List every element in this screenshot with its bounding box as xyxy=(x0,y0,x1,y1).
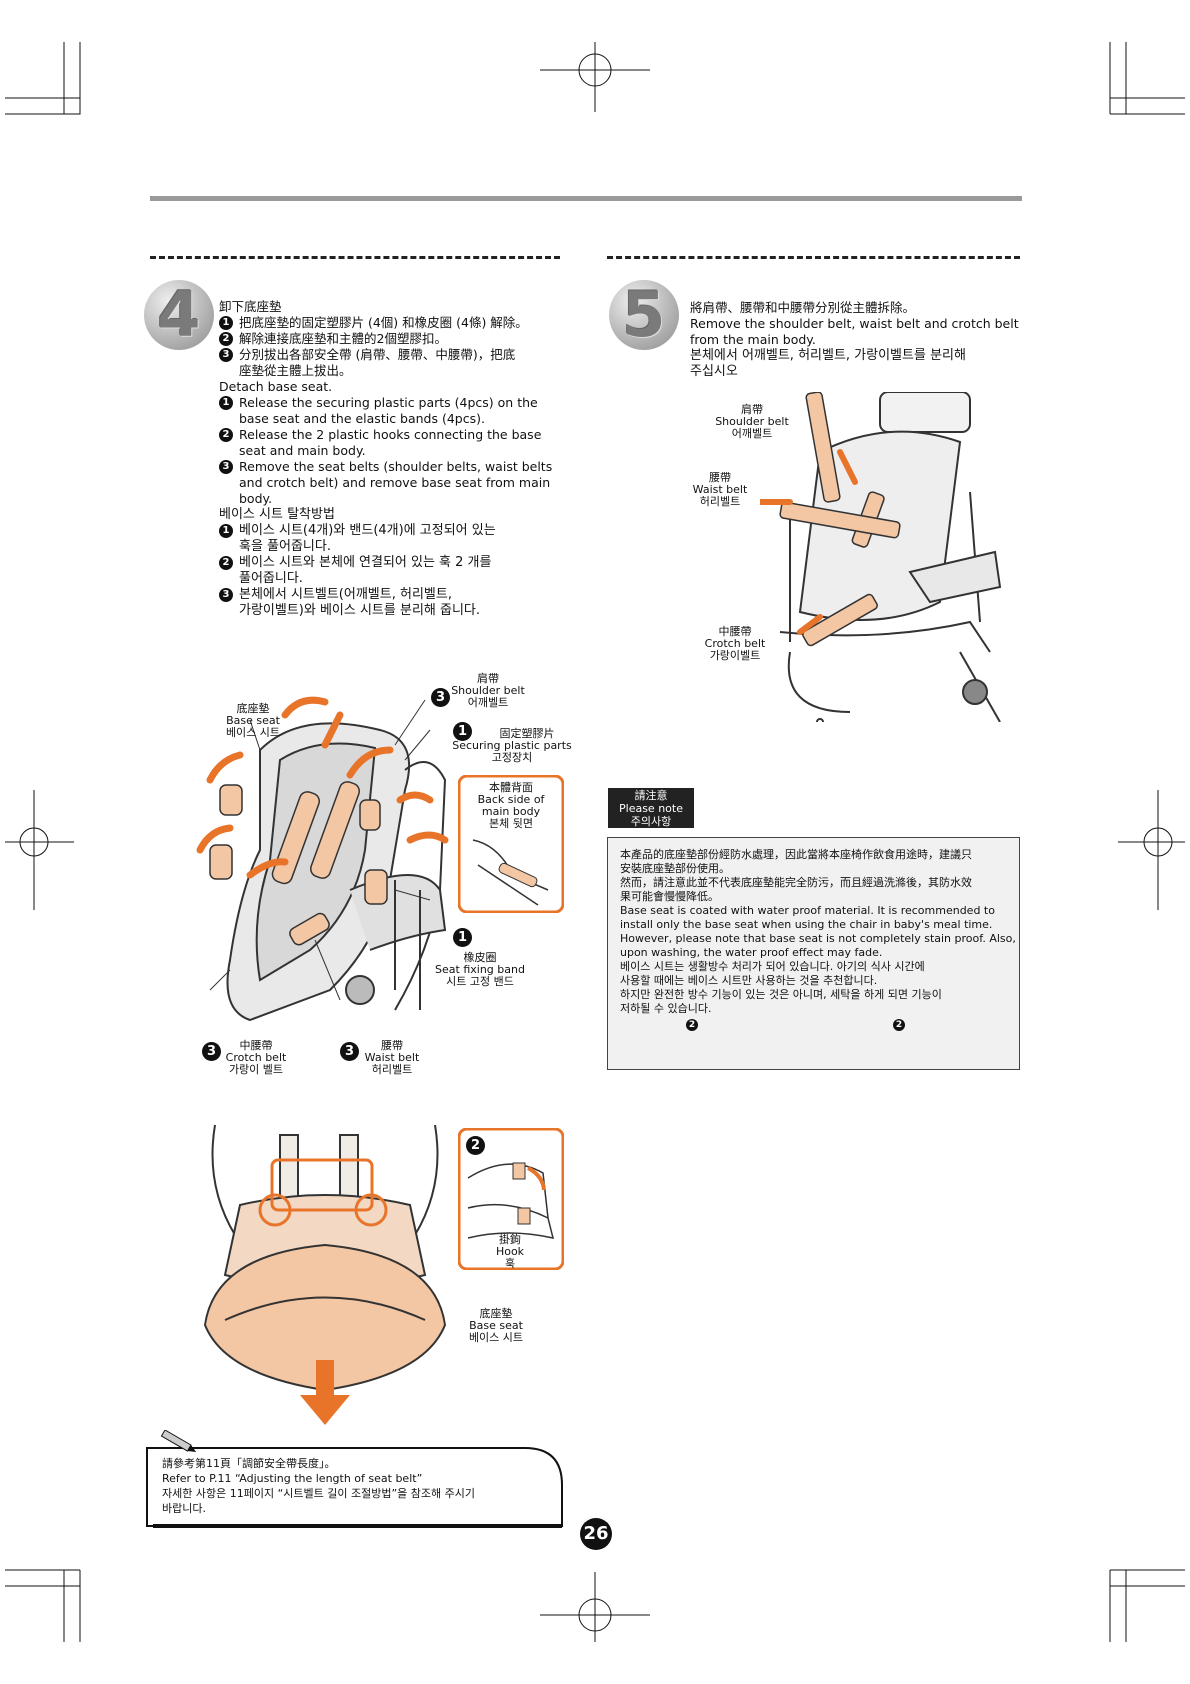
step-4-zh-title: 卸下底座墊 xyxy=(219,299,282,314)
ko-line: 훅을 풀어줍니다. xyxy=(239,539,331,554)
bullet-3-icon: 3 xyxy=(431,688,450,707)
reference-en: Refer to P.11 “Adjusting the length of s… xyxy=(162,1472,423,1485)
step-4-en-item-1: 1 Release the securing plastic parts (4pc… xyxy=(219,395,549,427)
bullet-2-icon: 2 xyxy=(893,1019,905,1031)
bullet-2-icon: 2 xyxy=(466,1136,485,1155)
ko-line: 풀어줍니다. xyxy=(239,571,303,586)
header-rule xyxy=(150,196,1022,201)
zh-line: 分別拔出各部安全帶 (肩帶、腰帶、中腰帶)，把底 xyxy=(239,347,516,362)
en-line: body. xyxy=(239,491,273,506)
reference-zh: 請參考第11頁「調節安全帶長度」。 xyxy=(162,1457,336,1470)
step-4-zh-item-2: 2 解除連接底座墊和主體的2個塑膠扣。 xyxy=(219,331,549,347)
bullet-1-icon: 1 xyxy=(219,316,233,330)
section-divider-left xyxy=(150,256,560,259)
step-5-badge: 5 xyxy=(609,280,679,350)
note-zh-line: 果可能會慢慢降低。 xyxy=(620,890,719,903)
reference-ko-2: 바랍니다. xyxy=(162,1502,206,1515)
figure-base-seat-removal xyxy=(196,696,449,1022)
note-en-line: install only the base seat when using th… xyxy=(620,918,993,931)
inset-back-side xyxy=(458,775,564,913)
en-line: seat and main body. xyxy=(239,443,366,458)
bullet-1-icon: 1 xyxy=(453,928,472,947)
step-4-zh-item-1: 1 把底座墊的固定塑膠片 (4個) 和橡皮圈 (4條) 解除。 xyxy=(219,315,549,331)
figure-belt-removal xyxy=(760,392,1002,722)
bullet-2-icon: 2 xyxy=(219,556,233,570)
bullet-3-icon: 3 xyxy=(202,1042,221,1061)
note-ko-line: 저하될 수 있습니다. xyxy=(620,1002,712,1015)
en-line: Release the 2 plastic hooks connecting t… xyxy=(239,427,542,442)
pencil-icon xyxy=(160,1430,197,1453)
step-5-instructions: 將肩帶、腰帶和中腰帶分別從主體拆除。 Remove the shoulder b… xyxy=(690,300,1020,380)
zh-line: 把底座墊的固定塑膠片 (4個) 和橡皮圈 (4條) 解除。 xyxy=(239,315,528,330)
section-divider-right xyxy=(607,256,1020,259)
step-5-en-line-2: from the main body. xyxy=(690,332,816,347)
step-5-ko-line-1: 본체에서 어깨벨트, 허리벨트, 가랑이벨트를 분리해 xyxy=(690,348,966,363)
en-line: base seat and the elastic bands (4pcs). xyxy=(239,411,485,426)
note-zh-line: 安裝底座墊部份使用。 xyxy=(620,862,730,875)
note-ko-line: 하지만 완전한 방수 기능이 있는 것은 아니며, 세탁을 하게 되면 기능이 xyxy=(620,988,942,1001)
note-box: 本產品的底座墊部份經防水處理，因此當將本座椅作飲食用途時，建議只 安裝底座墊部份… xyxy=(607,837,1020,1070)
figure-base-seat-pull xyxy=(203,1125,447,1425)
reference-ko-1: 자세한 사항은 11페이지 “시트벨트 길이 조절방법”을 참조해 주시기 xyxy=(162,1487,475,1500)
ko-line: 베이스 시트와 본체에 연결되어 있는 훅 2 개를 xyxy=(239,555,492,570)
note-ko-line: 사용할 때에는 베이스 시트만 사용하는 것을 추천합니다. xyxy=(620,974,878,987)
step-4-ko-title: 베이스 시트 탈착방법 xyxy=(219,507,335,522)
en-line: Release the securing plastic parts (4pcs… xyxy=(239,395,538,410)
bullet-2-icon: 2 xyxy=(219,428,233,442)
bullet-1-icon: 1 xyxy=(219,524,233,538)
step-5-zh: 將肩帶、腰帶和中腰帶分別從主體拆除。 xyxy=(690,300,916,315)
zh-line: 解除連接底座墊和主體的2個塑膠扣。 xyxy=(239,331,447,346)
step-5-en-line-1: Remove the shoulder belt, waist belt and… xyxy=(690,316,1019,331)
note-zh-line: 本產品的底座墊部份經防水處理，因此當將本座椅作飲食用途時，建議只 xyxy=(620,848,972,861)
reference-text: 請參考第11頁「調節安全帶長度」。 Refer to P.11 “Adjusti… xyxy=(148,1448,560,1524)
bullet-2-icon: 2 xyxy=(219,332,233,346)
step-4-en-item-2: 2 Release the 2 plastic hooks connecting … xyxy=(219,427,549,459)
step-4-badge: 4 xyxy=(144,280,214,350)
step-4-en-title: Detach base seat. xyxy=(219,379,333,394)
inset-hook xyxy=(458,1128,564,1270)
bullet-3-icon: 3 xyxy=(219,460,233,474)
step-4-instructions: 卸下底座墊 1 把底座墊的固定塑膠片 (4個) 和橡皮圈 (4條) 解除。 2 解除… xyxy=(219,299,553,619)
step-4-en-item-3: 3 Remove the seat belts (shoulder belts, … xyxy=(219,459,553,507)
step-4-ko-item-3: 3 본체에서 시트벨트(어깨벨트, 허리벨트,가랑이벨트)와 베이스 시트를 분리… xyxy=(219,587,549,619)
bullet-3-icon: 3 xyxy=(219,348,233,362)
ko-line: 가랑이벨트)와 베이스 시트를 분리해 줍니다. xyxy=(239,603,481,618)
reference-box-frame xyxy=(146,1430,563,1528)
bullet-2-icon: 2 xyxy=(686,1019,698,1031)
page-number: 26 xyxy=(580,1518,612,1550)
bullet-3-icon: 3 xyxy=(219,588,233,602)
note-en-line: Base seat is coated with water proof mat… xyxy=(620,904,995,917)
note-en-line: However, please note that base seat is n… xyxy=(620,932,1016,945)
step-5-ko-line-2: 주십시오 xyxy=(690,364,738,379)
en-line: and crotch belt) and remove base seat fr… xyxy=(239,475,551,490)
ko-line: 본체에서 시트벨트(어깨벨트, 허리벨트, xyxy=(239,587,452,602)
step-4-zh-item-3: 3 分別拔出各部安全帶 (肩帶、腰帶、中腰帶)，把底座墊從主體上拔出。 xyxy=(219,347,549,379)
en-line: Remove the seat belts (shoulder belts, w… xyxy=(239,459,553,474)
note-en-line: upon washing, the water proof effect may… xyxy=(620,946,883,959)
bullet-3-icon: 3 xyxy=(340,1042,359,1061)
zh-line: 座墊從主體上拔出。 xyxy=(239,363,352,378)
ko-line: 베이스 시트(4개)와 밴드(4개)에 고정되어 있는 xyxy=(239,523,496,538)
bullet-1-icon: 1 xyxy=(219,396,233,410)
note-ko-line: 베이스 시트는 생활방수 처리가 되어 있습니다. 아기의 식사 시간에 xyxy=(620,960,925,973)
note-zh-line: 然而，請注意此並不代表底座墊能完全防污，而且經過洗滌後，其防水效 xyxy=(620,876,972,889)
bullet-1-icon: 1 xyxy=(453,722,472,741)
